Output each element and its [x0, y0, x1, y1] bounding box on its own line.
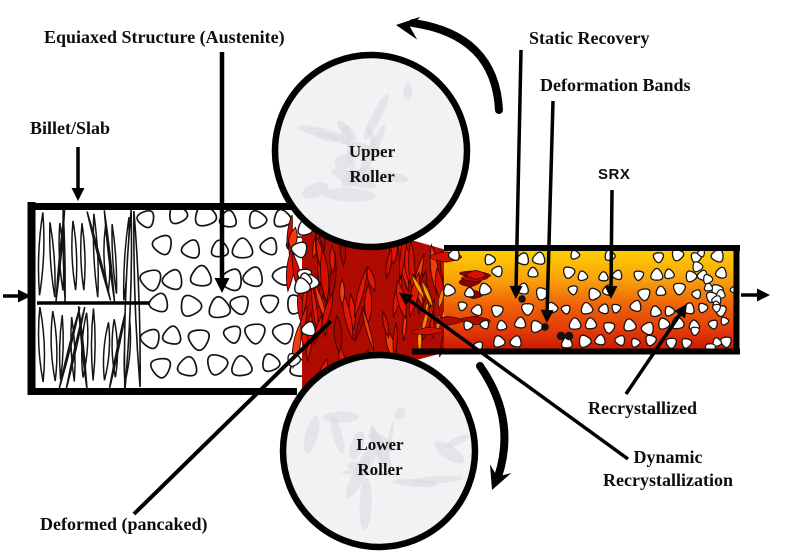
equiaxed-structure-label: Equiaxed Structure (Austenite): [44, 27, 285, 47]
recrystallized-label: Recrystallized: [588, 398, 697, 418]
slab-strip-borders: [27, 202, 740, 395]
deformation-bands-label: Deformation Bands: [540, 75, 691, 95]
deformed-zone-grains: [285, 206, 453, 395]
columnar-grains: [37, 209, 141, 391]
deformed-pancaked-label: Deformed (pancaked): [40, 514, 208, 534]
upper-roller-label: Upper Roller: [348, 142, 396, 186]
label-leader-lines: [71, 49, 687, 516]
rolled-strip: [411, 247, 738, 355]
static-recovery-label: Static Recovery: [529, 28, 650, 48]
roller-rotation-arrows: [396, 16, 512, 490]
material-flow-arrows: [3, 288, 770, 303]
upper-roller-wheel: [271, 51, 471, 251]
lower-roller-wheel: [279, 351, 479, 551]
srx-label: SRX: [598, 166, 631, 183]
billet-slab-label: Billet/Slab: [30, 118, 111, 138]
dynamic-recrystallization-label: Dynamic Recrystallization: [603, 447, 733, 491]
deformation-band-dots: [518, 295, 574, 341]
lower-roller-label: Lower Roller: [356, 435, 404, 479]
